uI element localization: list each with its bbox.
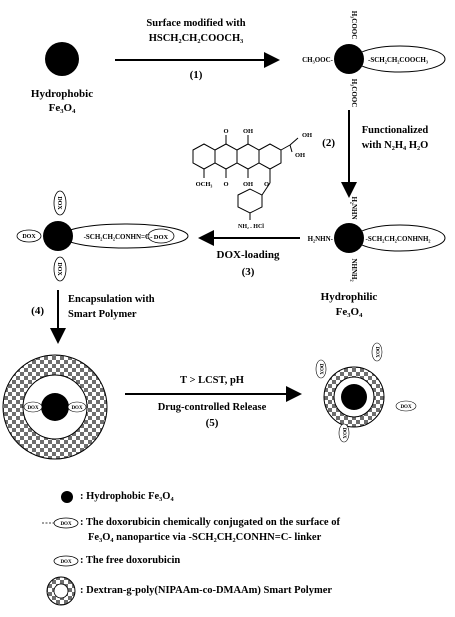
encap-dox-right: DOX bbox=[71, 406, 83, 411]
hydrazide-left: H₂NHN- bbox=[308, 235, 334, 243]
hydrophilic-label-2: Fe₃O₄ bbox=[336, 306, 363, 318]
step1-number: (1) bbox=[190, 69, 203, 81]
step5-line1: T > LCST, pH bbox=[180, 375, 244, 386]
legend-conjugated-dox-text: DOX bbox=[60, 522, 72, 527]
dox-loaded-top: DOX bbox=[56, 196, 62, 210]
ester-left: CH₃OOC- bbox=[302, 56, 334, 64]
free-dox-1: DOX bbox=[374, 346, 379, 358]
ester-bottom: H₃COOC bbox=[350, 79, 358, 108]
step1-line2: HSCH₂CH₂COOCH₃ bbox=[149, 33, 244, 44]
step5-number: (5) bbox=[206, 417, 219, 429]
hydrophobic-particle bbox=[45, 42, 79, 76]
ester-particle: -SCH₂CH₂COOCH₃ CH₃OOC- H₃COOC H₃COOC bbox=[302, 11, 446, 108]
hydrazide-right: -SCH₂CH₂CONHNH₂ bbox=[365, 235, 430, 243]
mol-nh2: NH₂ . HCl bbox=[238, 224, 264, 230]
step5-line2: Drug-controlled Release bbox=[158, 402, 267, 413]
encap-dox-left: DOX bbox=[27, 406, 39, 411]
doxorubicin-structure bbox=[192, 135, 299, 220]
mol-oh2: OH bbox=[243, 181, 253, 188]
doxorubicin-labels: O OH O OH OCH₃ OH OH O NH₂ . HCl bbox=[196, 128, 313, 230]
free-dox-4: DOX bbox=[341, 427, 346, 439]
free-dox-2: DOX bbox=[400, 405, 412, 410]
legend-free-dox-text: DOX bbox=[60, 560, 72, 565]
dox-loaded-left: DOX bbox=[22, 234, 36, 240]
step4-number: (4) bbox=[31, 305, 44, 317]
dox-loaded-bottom: DOX bbox=[56, 262, 62, 276]
step2-number: (2) bbox=[322, 137, 335, 149]
hydrazide-bottom: NHNH₂ bbox=[350, 258, 358, 281]
mol-o3: O bbox=[264, 181, 269, 188]
hydrophobic-label-2: Fe₃O₄ bbox=[49, 102, 76, 114]
legend-free-dox-icon bbox=[53, 555, 79, 567]
step2-line1: Functionalized bbox=[362, 125, 429, 136]
mol-o2: O bbox=[223, 181, 228, 188]
mol-oh3: OH bbox=[302, 132, 312, 139]
step3-label: DOX-loading bbox=[217, 249, 280, 261]
legend-particle-icon bbox=[61, 491, 73, 503]
step2-line2: with N₂H₄ H₂O bbox=[362, 140, 429, 151]
dox-loaded-linker: -SCH₂CH₂CONHN=C- bbox=[84, 233, 154, 241]
dox-loaded-particle: -SCH₂CH₂CONHN=C- DOX DOX DOX DOX bbox=[16, 190, 189, 282]
hydrazide-top: H₂NHN bbox=[350, 196, 358, 219]
encapsulated-particle: DOX DOX bbox=[2, 354, 108, 460]
step4-line1: Encapsulation with bbox=[68, 294, 155, 305]
ester-top: H₃COOC bbox=[350, 11, 358, 40]
hydrophobic-label-1: Hydrophobic bbox=[31, 88, 93, 100]
step1-line1: Surface modified with bbox=[146, 18, 245, 29]
free-dox-3: DOX bbox=[318, 363, 323, 375]
legend-polymer-icon bbox=[46, 576, 76, 606]
released-particle: DOX DOX DOX DOX bbox=[315, 342, 417, 443]
mol-o1: O bbox=[223, 128, 228, 135]
mol-oh1: OH bbox=[243, 128, 253, 135]
dox-loaded-right-dox: DOX bbox=[154, 234, 169, 241]
mol-oh4: OH bbox=[295, 152, 305, 159]
step3-number: (3) bbox=[242, 266, 255, 278]
ester-right: -SCH₂CH₂COOCH₃ bbox=[368, 56, 428, 64]
mol-och3: OCH₃ bbox=[196, 181, 213, 188]
step4-line2: Smart Polymer bbox=[68, 309, 137, 320]
hydrophilic-label-1: Hydrophilic bbox=[321, 291, 378, 303]
hydrazide-particle: -SCH₂CH₂CONHNH₂ H₂NHN- H₂NHN NHNH₂ bbox=[308, 196, 446, 282]
